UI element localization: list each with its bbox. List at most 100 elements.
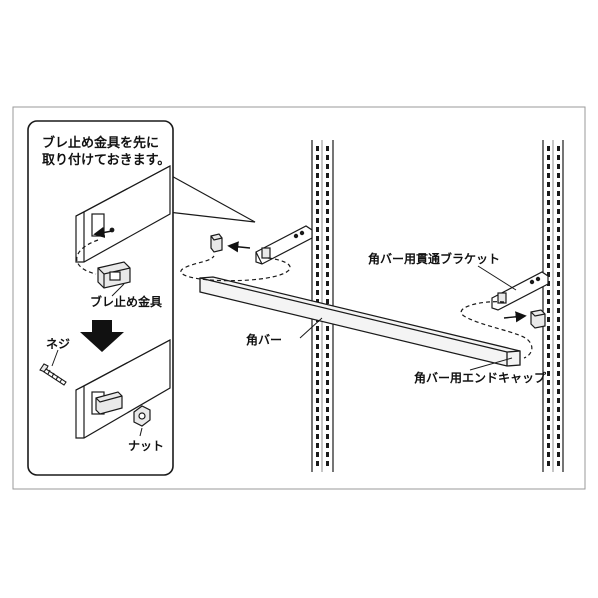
upright-slot xyxy=(557,227,560,232)
upright-slot xyxy=(557,416,560,421)
upright-slot xyxy=(316,245,319,250)
upright-slot xyxy=(326,461,329,466)
upright-slot xyxy=(326,407,329,412)
upright-slot xyxy=(557,434,560,439)
upright-slot xyxy=(547,236,550,241)
upright-slot xyxy=(547,335,550,340)
upright-slot xyxy=(326,443,329,448)
upright-slot xyxy=(557,272,560,277)
upright-slot xyxy=(316,236,319,241)
upright-slot xyxy=(547,434,550,439)
installed-fitting xyxy=(95,391,123,415)
upright-slot xyxy=(547,263,550,268)
upright-slot xyxy=(547,326,550,331)
upright-slot xyxy=(547,317,550,322)
upright-slot xyxy=(316,155,319,160)
upright-slot xyxy=(547,344,550,349)
upright-slot xyxy=(316,407,319,412)
upright-slot xyxy=(316,200,319,205)
insert-arrow-endcap xyxy=(503,311,527,323)
nut xyxy=(133,405,151,427)
upright-slot xyxy=(326,362,329,367)
upright-slot xyxy=(557,236,560,241)
upright-slot xyxy=(316,443,319,448)
leader-end-cap xyxy=(469,357,513,371)
down-arrow xyxy=(80,320,124,352)
upright-slot xyxy=(557,200,560,205)
upright-slot xyxy=(557,191,560,196)
upright-slot xyxy=(316,362,319,367)
label-end-cap: 角バー用エンドキャップ xyxy=(414,370,547,385)
upright-slot xyxy=(326,371,329,376)
upright-slot xyxy=(316,461,319,466)
upright-slot xyxy=(326,326,329,331)
upright-slot xyxy=(557,398,560,403)
upright-slot xyxy=(557,326,560,331)
upright-slot xyxy=(547,200,550,205)
upright-slot xyxy=(547,299,550,304)
upright-slot xyxy=(326,425,329,430)
upright-slot xyxy=(557,146,560,151)
insert-arrow-inset xyxy=(93,226,113,238)
upright-slot xyxy=(547,416,550,421)
upright-slot xyxy=(557,164,560,169)
upright-slot xyxy=(547,380,550,385)
upright-slot xyxy=(326,209,329,214)
right-upright xyxy=(542,140,564,472)
leader-square-bar xyxy=(299,317,323,339)
right-through-bracket xyxy=(491,271,549,311)
anti-wobble-fitting-small xyxy=(210,233,223,253)
upright-slot xyxy=(326,380,329,385)
end-cap xyxy=(530,309,546,329)
upright-slot xyxy=(316,182,319,187)
upright-slot xyxy=(547,371,550,376)
upright-slot xyxy=(316,389,319,394)
upright-slot xyxy=(326,452,329,457)
upright-slot xyxy=(316,290,319,295)
guide-loop-inset xyxy=(76,239,99,275)
label-anti-wobble-bracket: ブレ止め金具 xyxy=(90,294,162,309)
upright-slot xyxy=(316,398,319,403)
upright-slot xyxy=(557,362,560,367)
upright-slot xyxy=(547,308,550,313)
upright-slot xyxy=(326,227,329,232)
upright-slot xyxy=(316,371,319,376)
upright-slot xyxy=(557,353,560,358)
upright-slot xyxy=(547,362,550,367)
upright-slot xyxy=(316,416,319,421)
upright-slot xyxy=(326,335,329,340)
insert-arrow-left xyxy=(227,241,251,253)
label-nut: ナット xyxy=(128,439,164,453)
upright-slot xyxy=(316,218,319,223)
callout-pointer xyxy=(167,173,256,223)
leader-anti-wobble xyxy=(111,283,125,297)
upright-slot xyxy=(557,317,560,322)
upright-slot xyxy=(316,281,319,286)
upright-slot xyxy=(557,389,560,394)
upright-slot xyxy=(557,407,560,412)
upright-slot xyxy=(547,209,550,214)
upright-slot xyxy=(316,164,319,169)
upright-slot xyxy=(326,245,329,250)
upright-slot xyxy=(557,380,560,385)
upright-slot xyxy=(326,200,329,205)
upright-slot xyxy=(557,182,560,187)
upright-slot xyxy=(316,272,319,277)
upright-slot xyxy=(547,389,550,394)
upright-slot xyxy=(316,335,319,340)
upright-slot xyxy=(326,173,329,178)
upright-slot xyxy=(557,290,560,295)
upright-slot xyxy=(326,353,329,358)
upright-slot xyxy=(316,254,319,259)
upright-slot xyxy=(557,254,560,259)
upright-slot xyxy=(326,434,329,439)
upright-slot xyxy=(326,263,329,268)
upright-slot xyxy=(326,299,329,304)
label-through-bracket: 角バー用貫通ブラケット xyxy=(368,251,500,266)
upright-slot xyxy=(547,245,550,250)
screw xyxy=(39,363,67,386)
upright-slot xyxy=(547,272,550,277)
upright-slot xyxy=(557,155,560,160)
upright-slot xyxy=(547,254,550,259)
